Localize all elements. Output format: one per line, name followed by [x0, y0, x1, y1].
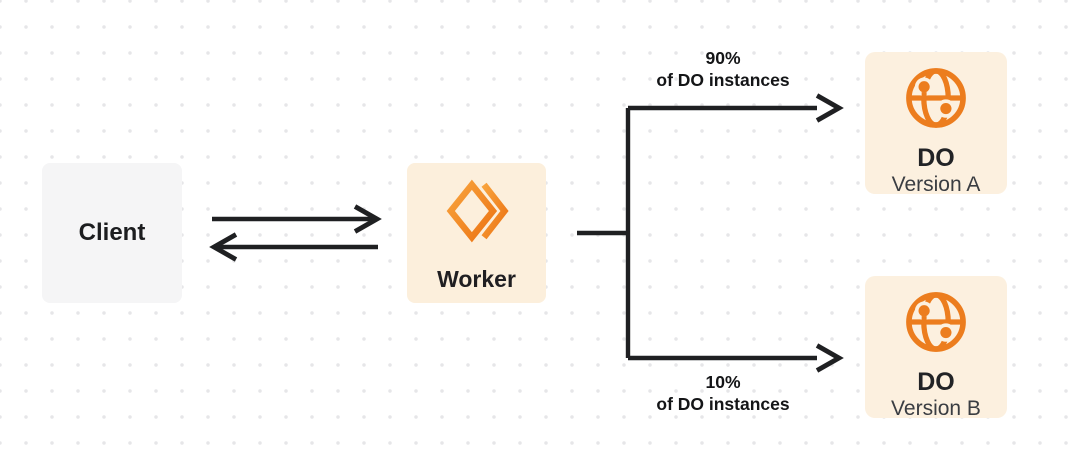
- do-version-a-title: DO: [917, 144, 955, 172]
- client-label: Client: [78, 219, 146, 246]
- cloudflare-workers-icon: [445, 178, 509, 249]
- worker-label: Worker: [437, 266, 516, 292]
- branch-a-label: 90% of DO instances: [613, 48, 833, 92]
- do-version-b-title: DO: [917, 368, 955, 396]
- do-version-a-subtitle: Version A: [891, 173, 981, 197]
- worker-node: Worker: [407, 163, 546, 303]
- do-version-a-node: DO Version A: [865, 52, 1007, 197]
- durable-object-globe-icon: [903, 289, 969, 360]
- client-node: Client: [42, 163, 182, 303]
- durable-object-globe-icon: [903, 65, 969, 136]
- branch-b-caption: of DO instances: [656, 393, 790, 414]
- do-version-b-node: DO Version B: [865, 276, 1007, 421]
- branch-a-caption: of DO instances: [656, 69, 790, 90]
- arrow-to-do-version-b: [628, 343, 844, 373]
- branch-split-line: [577, 108, 631, 358]
- branch-b-percent: 10%: [705, 372, 741, 392]
- branch-b-label: 10% of DO instances: [613, 372, 833, 416]
- arrow-worker-to-client: [209, 232, 378, 262]
- branch-a-percent: 90%: [705, 48, 741, 68]
- arrow-to-do-version-a: [628, 93, 844, 123]
- do-version-b-subtitle: Version B: [891, 397, 981, 421]
- arrow-client-to-worker: [212, 204, 382, 234]
